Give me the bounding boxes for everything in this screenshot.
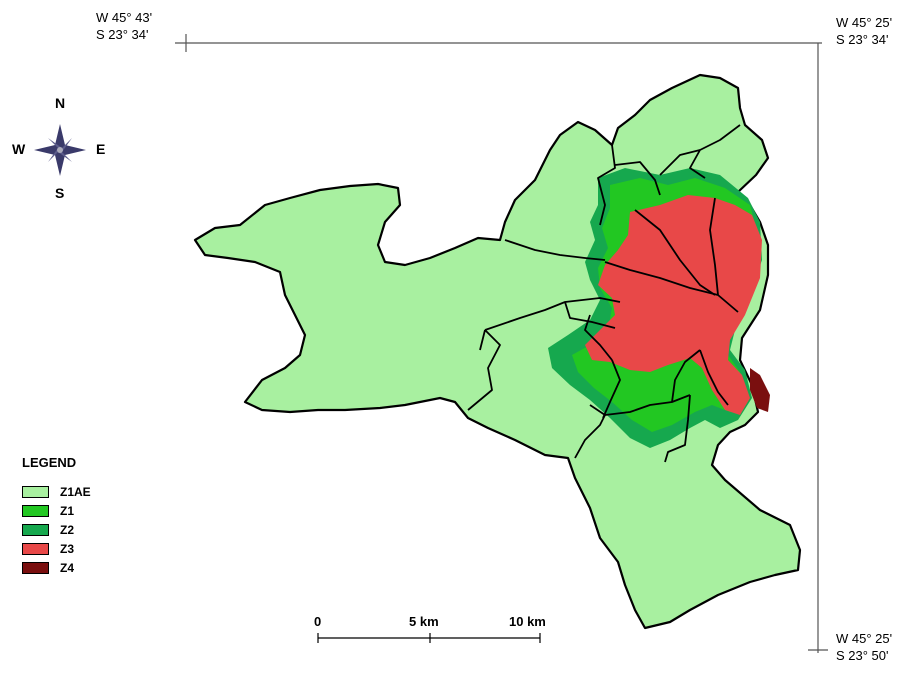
sub-basin-boundaries xyxy=(467,124,741,463)
coord-top-right-lat: S 23° 34' xyxy=(836,32,889,47)
compass-north-label: N xyxy=(55,95,66,111)
legend-swatch xyxy=(22,561,49,574)
compass-star-icon xyxy=(34,124,86,176)
scale-label-5km: 5 km xyxy=(409,614,439,629)
legend-swatch xyxy=(22,504,49,517)
legend-item: Z1 xyxy=(22,501,91,520)
legend-label: Z4 xyxy=(60,560,75,575)
compass-east-label: E xyxy=(96,141,106,157)
z4-region xyxy=(750,368,770,412)
legend-label: Z1AE xyxy=(60,484,91,499)
legend-item: Z4 xyxy=(22,558,91,577)
legend-label: Z3 xyxy=(60,541,75,556)
coordinate-frame xyxy=(175,34,828,653)
legend-swatch xyxy=(22,523,49,536)
legend-title: LEGEND xyxy=(22,455,77,470)
coord-bottom-right-lat: S 23° 50' xyxy=(836,648,889,663)
coord-top-right: W 45° 25' S 23° 34' xyxy=(836,14,892,48)
compass-south-label: S xyxy=(55,185,65,201)
legend-label: Z1 xyxy=(60,503,75,518)
legend-swatch xyxy=(22,542,49,555)
legend-label: Z2 xyxy=(60,522,75,537)
coord-bottom-right-lon: W 45° 25' xyxy=(836,631,893,646)
legend-item: Z2 xyxy=(22,520,91,539)
coord-top-left-lat: S 23° 34' xyxy=(96,27,149,42)
legend-swatch xyxy=(22,485,49,498)
coord-top-right-lon: W 45° 25' xyxy=(836,15,893,30)
scale-label-10km: 10 km xyxy=(509,614,546,629)
coord-top-left-lon: W 45° 43' xyxy=(96,10,153,25)
coord-bottom-right: W 45° 25' S 23° 50' xyxy=(836,630,892,664)
scale-bar xyxy=(317,633,541,643)
legend-item: Z1AE xyxy=(22,482,91,501)
z3-region xyxy=(585,195,762,415)
scale-label-0: 0 xyxy=(314,614,322,629)
legend-item: Z3 xyxy=(22,539,91,558)
compass-west-label: W xyxy=(12,141,26,157)
coord-top-left: W 45° 43' S 23° 34' xyxy=(96,9,152,43)
